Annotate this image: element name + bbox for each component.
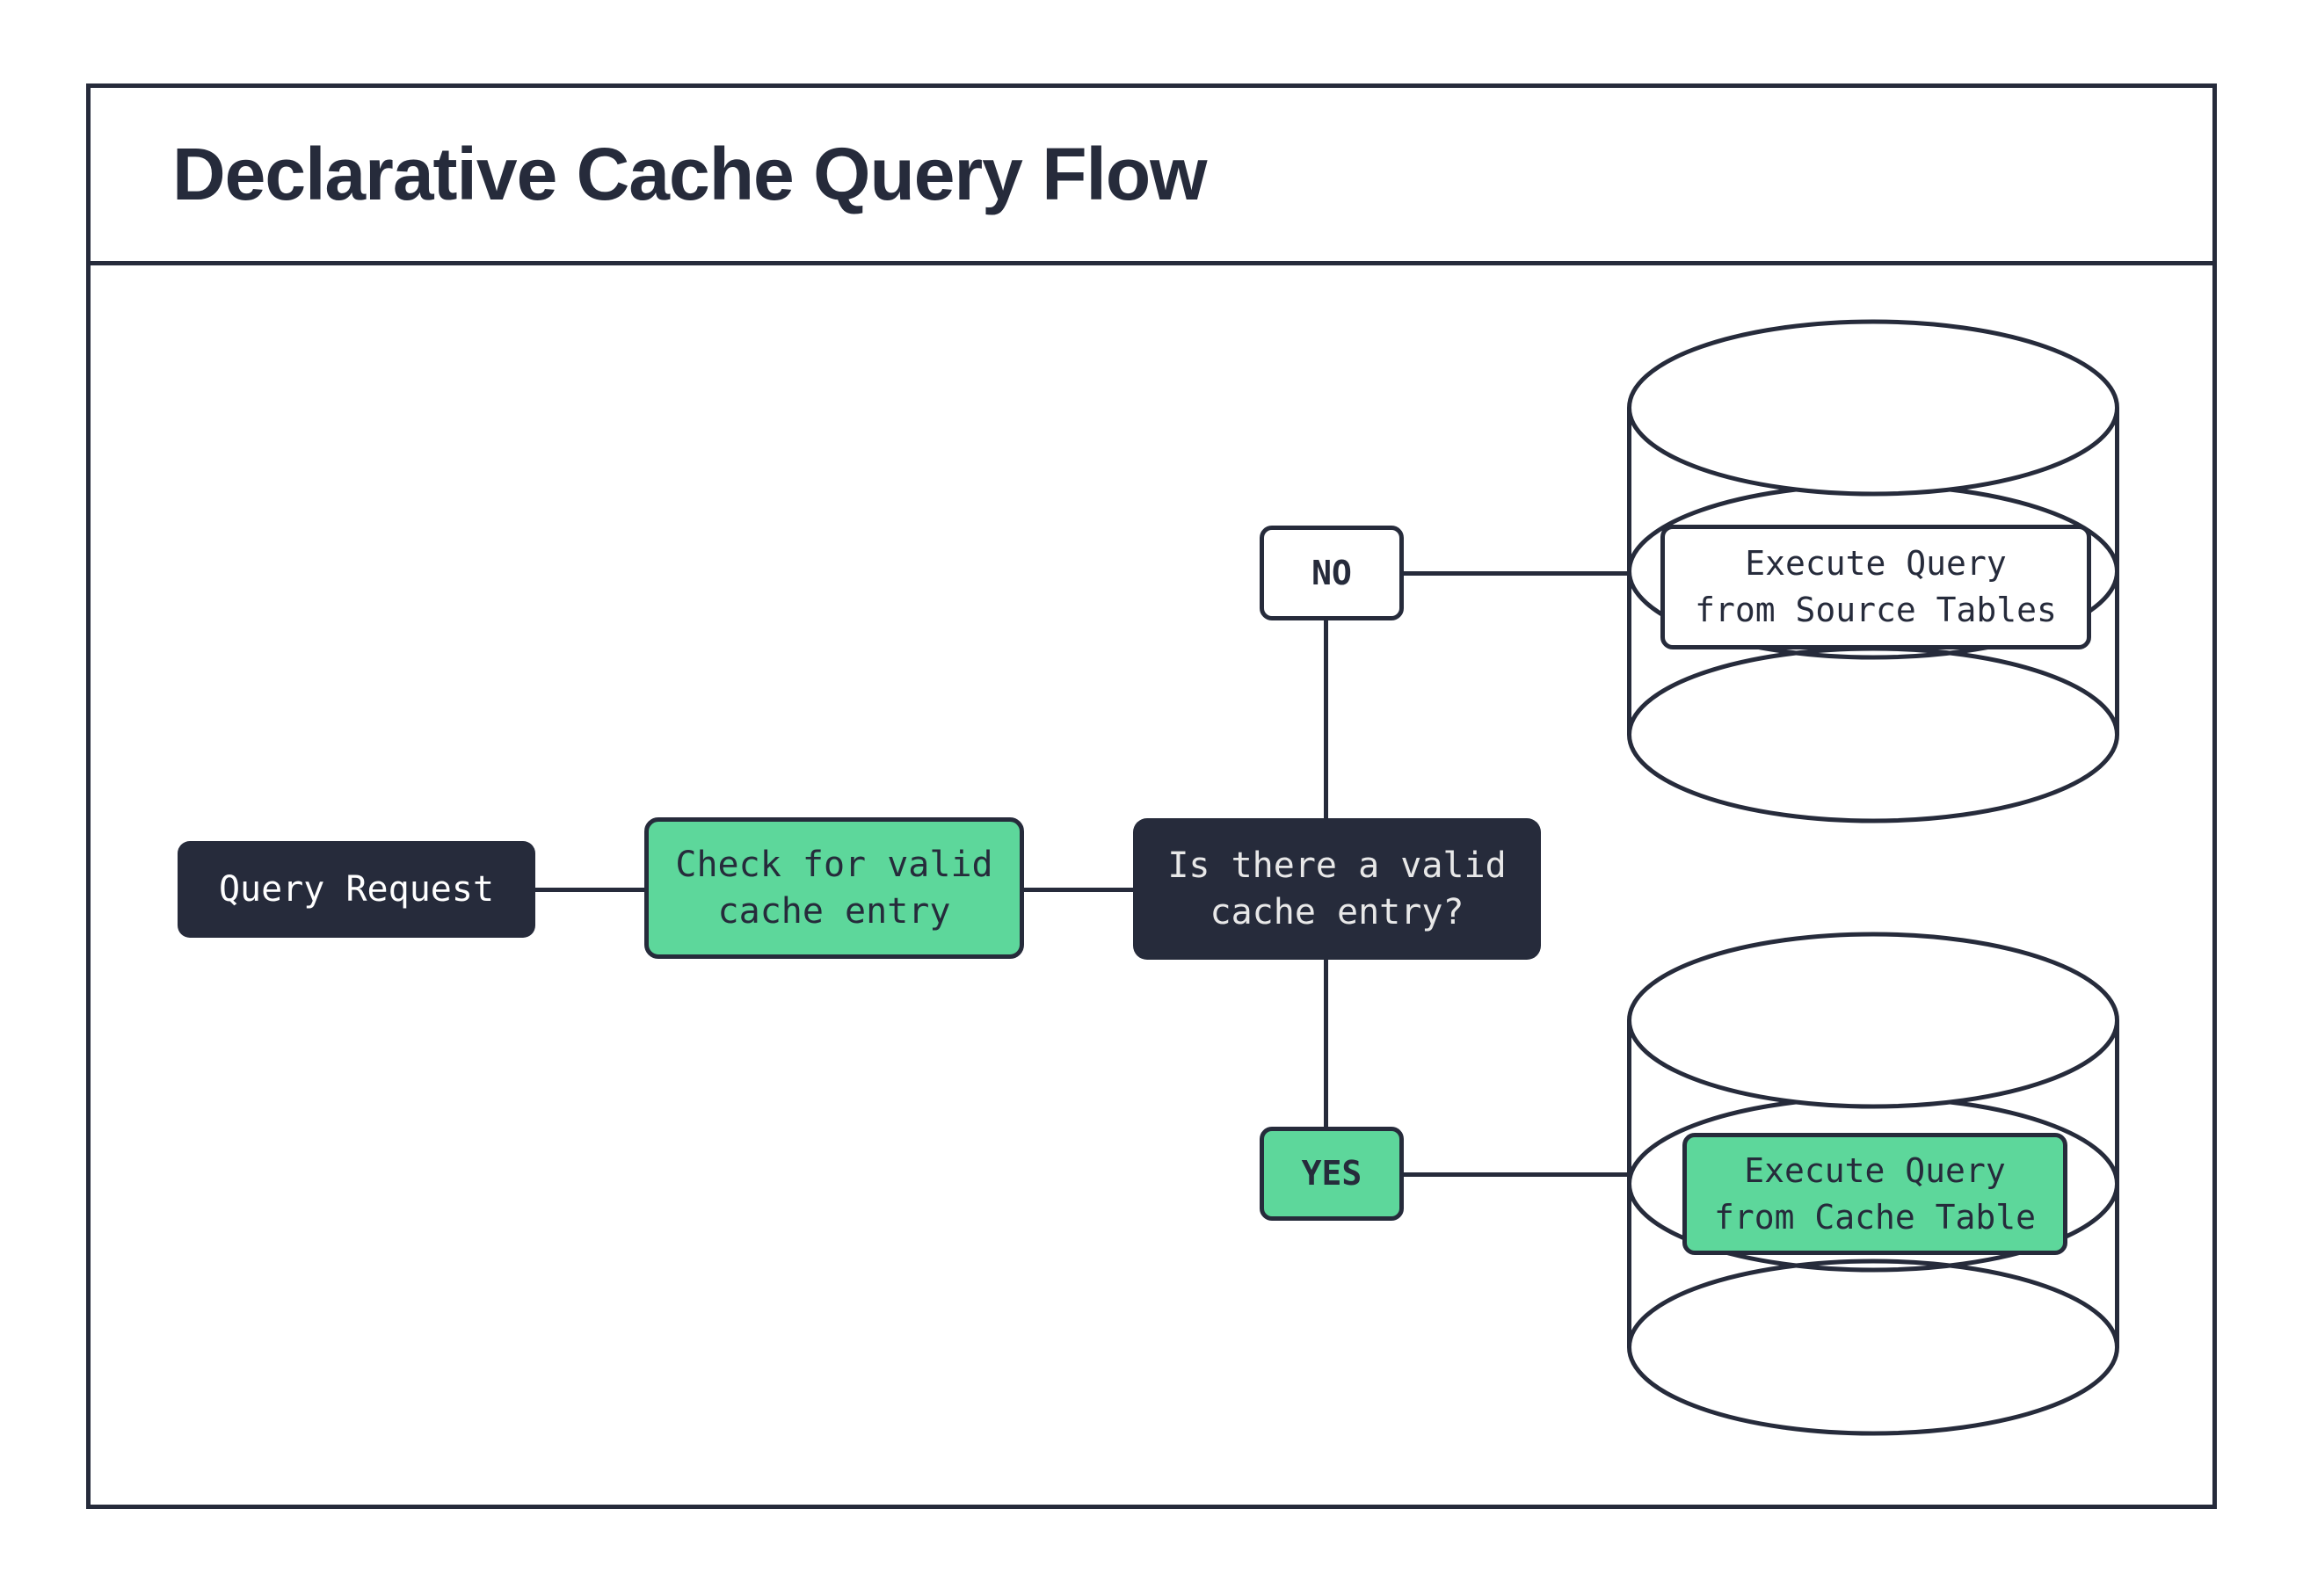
page-title: Declarative Cache Query Flow (172, 133, 1208, 215)
node-branch-no: NO (1260, 526, 1404, 620)
edge-check-to-decision (1024, 888, 1133, 892)
edge-no-to-source-db (1404, 571, 1631, 576)
diagram-header: Declarative Cache Query Flow (86, 83, 2217, 265)
node-check-cache: Check for valid cache entry (644, 817, 1024, 959)
node-execute-source: Execute Query from Source Tables (1660, 525, 2091, 649)
node-execute-cache: Execute Query from Cache Table (1682, 1133, 2067, 1255)
edge-decision-to-yes (1324, 958, 1328, 1128)
edge-decision-to-no (1324, 620, 1328, 819)
edge-yes-to-cache-db (1404, 1172, 1631, 1177)
node-decision-valid-cache: Is there a valid cache entry? (1133, 818, 1541, 960)
node-branch-yes: YES (1260, 1127, 1404, 1221)
edge-query-to-check (535, 888, 644, 892)
node-query-request: Query Request (178, 841, 535, 938)
